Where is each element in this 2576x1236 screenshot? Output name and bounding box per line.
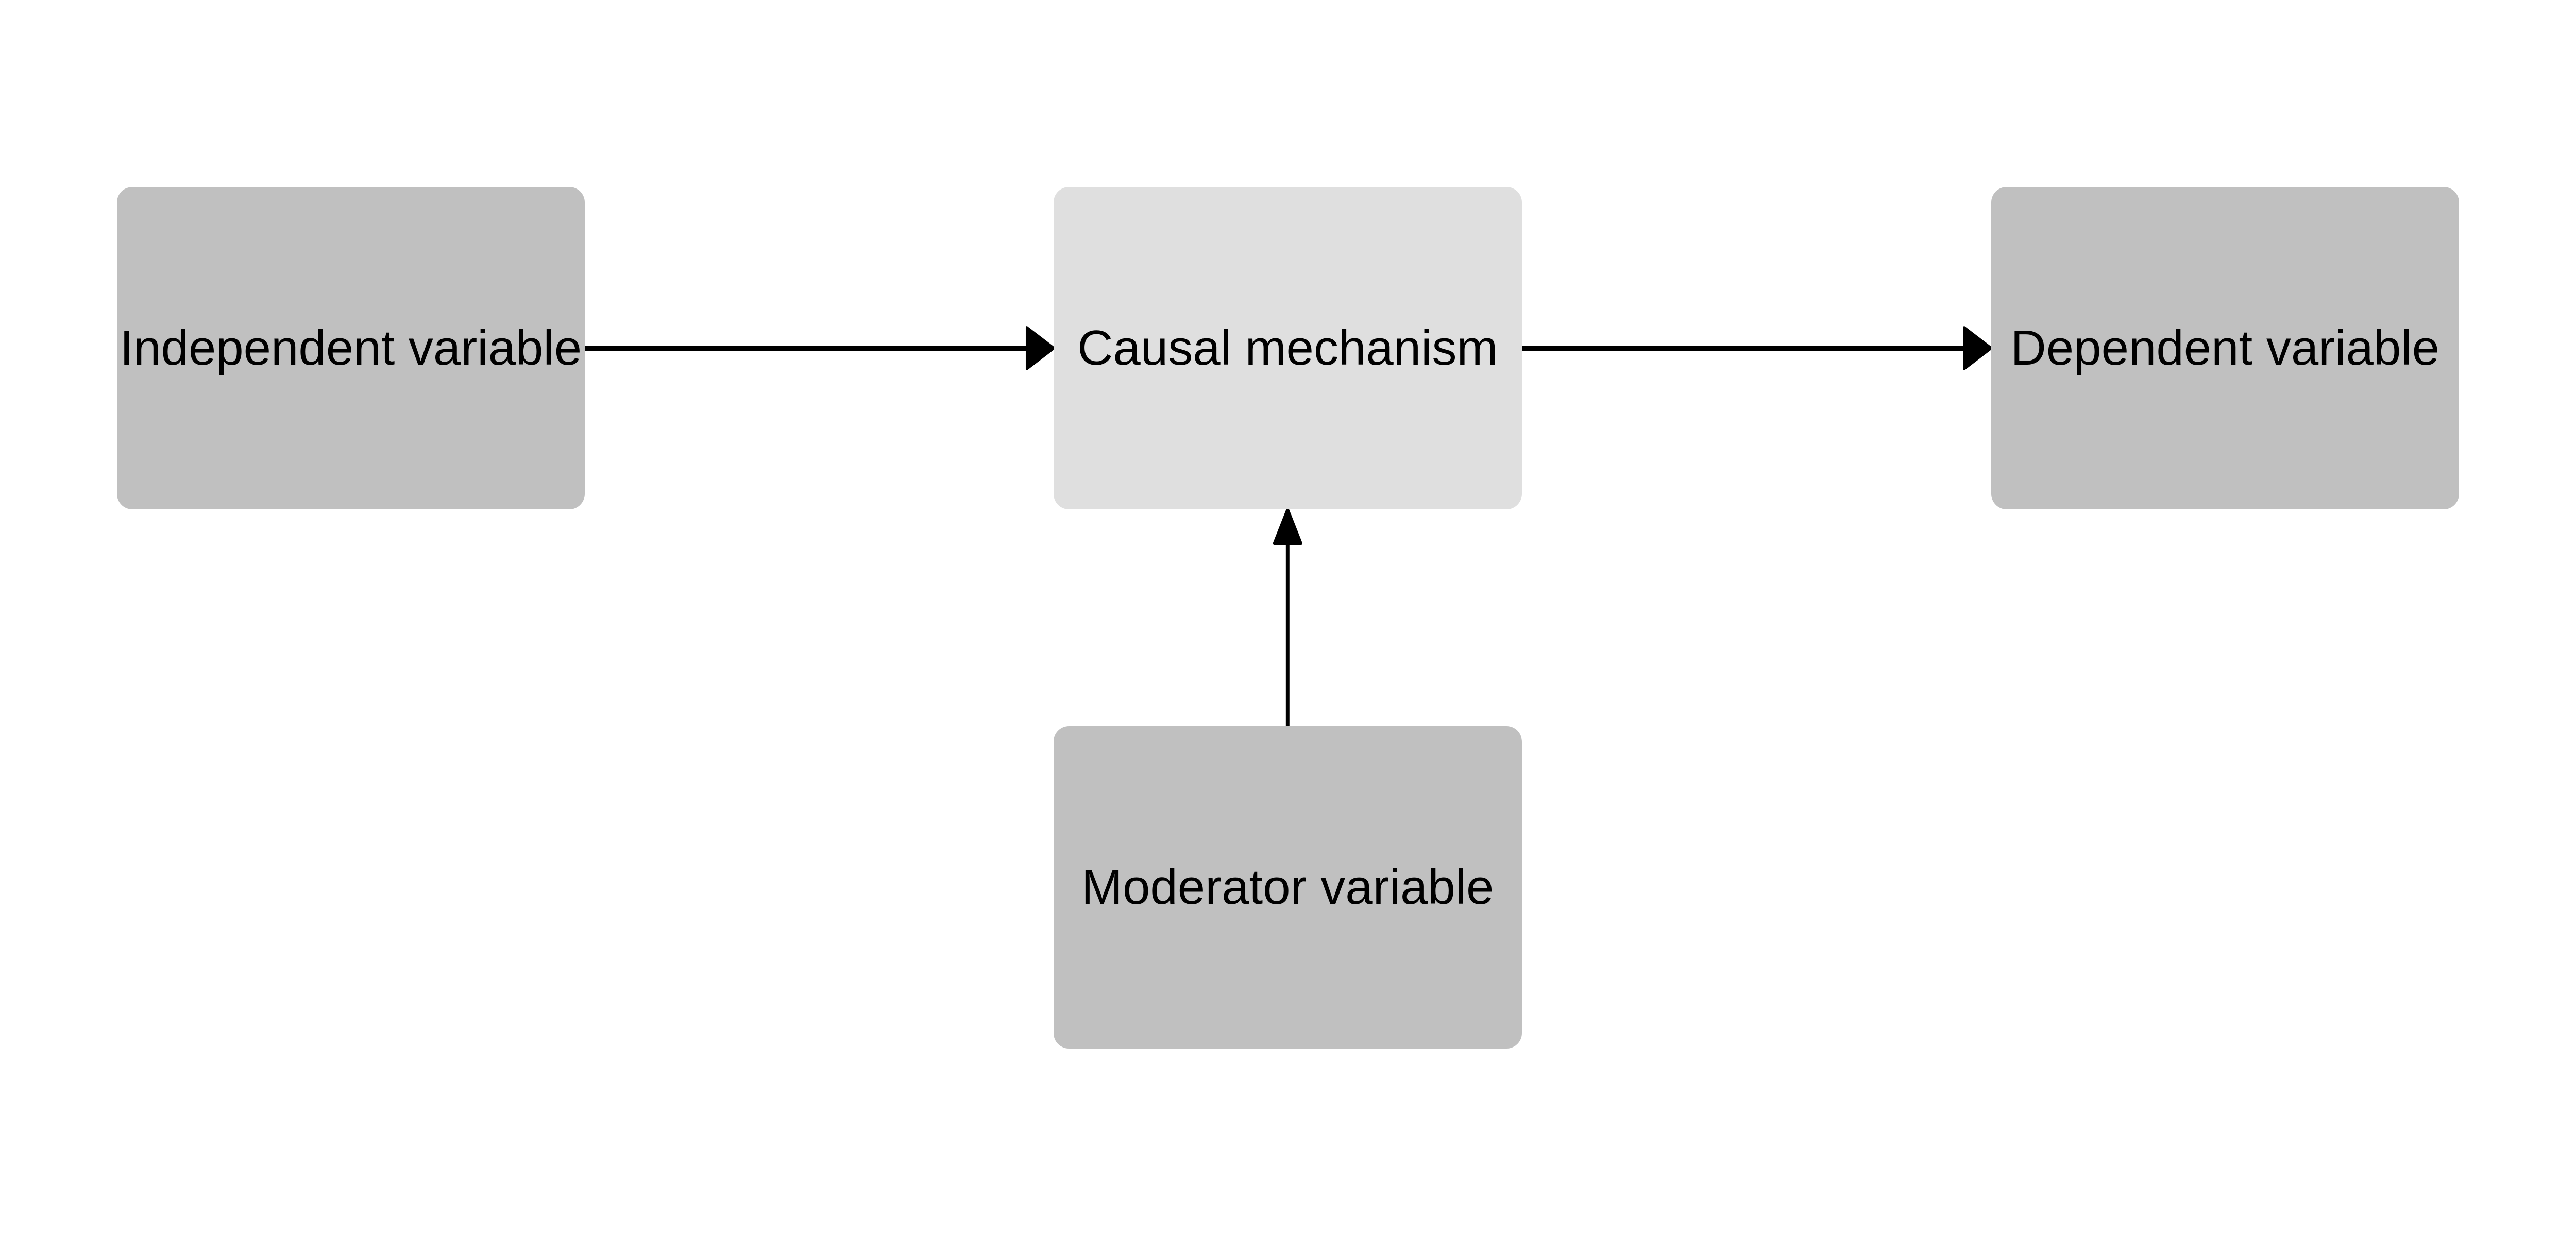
arrowhead-icon <box>1025 326 1055 370</box>
node-dependent-variable: Dependent variable <box>1991 187 2459 509</box>
node-label: Causal mechanism <box>1077 320 1498 375</box>
node-label: Independent variable <box>120 320 582 375</box>
edge-moderator-to-mechanism <box>1273 507 1302 726</box>
edge-independent-to-mechanism <box>585 326 1055 370</box>
arrowhead-icon <box>1963 326 1992 370</box>
node-causal-mechanism: Causal mechanism <box>1054 187 1522 509</box>
arrowhead-icon <box>1273 507 1302 545</box>
node-label: Moderator variable <box>1081 860 1494 915</box>
node-label: Dependent variable <box>2010 320 2440 375</box>
edge-mechanism-to-dependent <box>1521 326 1992 370</box>
node-moderator-variable: Moderator variable <box>1054 726 1522 1049</box>
node-independent-variable: Independent variable <box>116 187 585 509</box>
